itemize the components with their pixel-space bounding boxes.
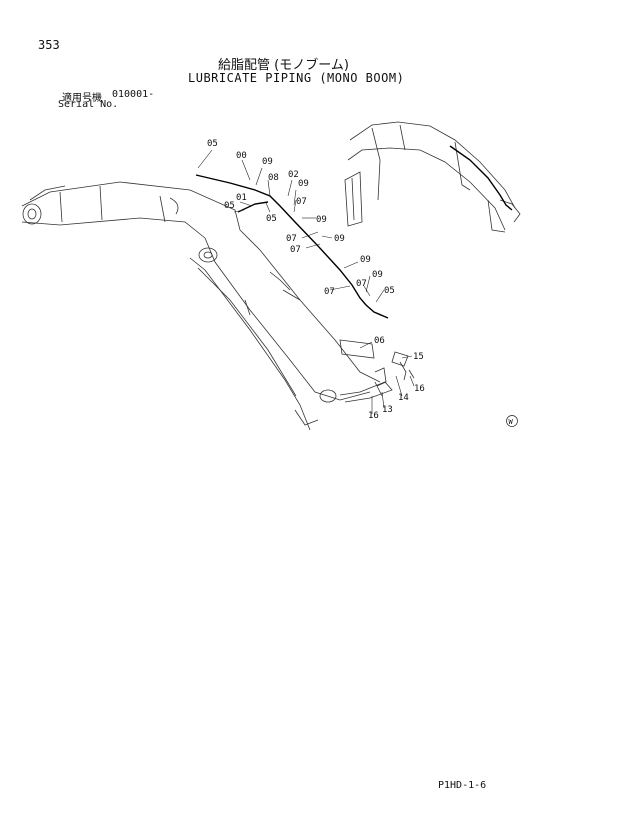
- callout-label: 16: [414, 384, 425, 394]
- callout-label: 14: [398, 393, 409, 403]
- callout-label: 09: [298, 179, 309, 189]
- callout-label: 13: [382, 405, 393, 415]
- callout-label: 07: [324, 287, 335, 297]
- callout-label: 09: [372, 270, 383, 280]
- callout-label: 05: [266, 214, 277, 224]
- boom-structure: [21, 181, 393, 431]
- callout-label: 08: [268, 173, 279, 183]
- page-number: 353: [38, 38, 60, 52]
- callout-label: 07: [286, 234, 297, 244]
- callout-label: 07: [296, 197, 307, 207]
- serial-label-english: Serial No.: [58, 99, 119, 110]
- callout-labels: 05 00 09 08 02 09 01 05 05 07 09 07 07 0…: [207, 139, 425, 421]
- callout-label: 09: [316, 215, 327, 225]
- lubricate-hose: [195, 145, 513, 319]
- callout-label: 07: [290, 245, 301, 255]
- w-mark-letter: W: [509, 418, 514, 426]
- callout-label: 05: [207, 139, 218, 149]
- page-title-english: LUBRICATE PIPING (MONO BOOM): [188, 71, 405, 85]
- w-mark-circle: [506, 415, 518, 427]
- callout-label: 05: [224, 201, 235, 211]
- callout-label: 09: [262, 157, 273, 167]
- callout-label: 16: [368, 411, 379, 421]
- callout-label: 09: [360, 255, 371, 265]
- callout-label: 09: [334, 234, 345, 244]
- bracket-assembly: [339, 339, 415, 397]
- page-title-japanese: 給脂配管 (モノブーム): [218, 58, 349, 73]
- callout-label: 00: [236, 151, 247, 161]
- callout-label: 02: [288, 170, 299, 180]
- callout-label: 01: [236, 193, 247, 203]
- footer-code: P1HD-1-6: [438, 780, 487, 791]
- serial-range: 010001-: [112, 89, 155, 100]
- serial-label-japanese: 適用号機: [62, 93, 102, 104]
- leader-lines: [197, 149, 415, 414]
- callout-label: 05: [384, 286, 395, 296]
- callout-label: 06: [374, 336, 385, 346]
- arm-assembly: [344, 121, 521, 233]
- callout-label: 07: [356, 279, 367, 289]
- callout-label: 15: [413, 352, 424, 362]
